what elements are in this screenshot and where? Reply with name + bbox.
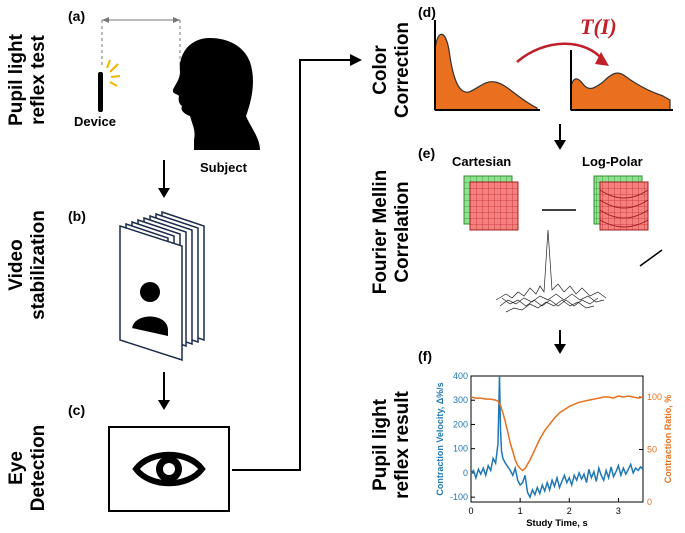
eye-icon (132, 451, 206, 487)
y-right-axis-label: Contraction Ratio, % (663, 395, 673, 484)
histogram-before (434, 33, 538, 111)
x-tick-label: 2 (567, 506, 572, 516)
x-axis-label: Study Time, s (526, 518, 588, 529)
y-left-tick-label: 0 (463, 468, 468, 478)
velocity-series-line (470, 375, 644, 500)
transform-label: T(I) (580, 14, 617, 39)
y-right-tick-label: 0 (647, 497, 652, 507)
x-tick-label: 0 (468, 506, 473, 516)
cartesian-label: Cartesian (452, 154, 512, 169)
y-left-tick-label: 300 (453, 395, 468, 405)
panel-a-illustration (98, 17, 260, 150)
panel-letter-a: (a) (68, 8, 86, 24)
histogram-after (570, 72, 671, 111)
subject-label: Subject (200, 160, 247, 175)
logpolar-label: Log-Polar (582, 154, 643, 169)
light-burst-icon (106, 59, 121, 87)
ratio-series-line (470, 395, 644, 472)
panel-letter-c: (c) (68, 402, 86, 418)
y-left-tick-label: -100 (450, 492, 468, 502)
transform-arrow (516, 42, 604, 63)
y-left-axis-label: Contraction Velocity, Δ%/s (435, 382, 445, 495)
plot-frame (470, 375, 644, 503)
correlation-surface (495, 229, 607, 313)
y-right-tick-label: 100 (647, 392, 662, 402)
x-tick-label: 1 (518, 506, 523, 516)
portrait-icon (132, 282, 168, 336)
logpolar-grid-front (599, 181, 649, 231)
panel-letter-d: (d) (418, 4, 436, 20)
y-right-tick-label: 50 (647, 445, 657, 455)
flow-connector-head (350, 54, 362, 66)
panel-letter-b: (b) (68, 208, 86, 224)
device-label: Device (74, 114, 116, 129)
panel-letter-e: (e) (418, 145, 436, 161)
device-icon (98, 72, 103, 112)
cartesian-grid-front (469, 181, 519, 231)
eye-detection-box (108, 426, 230, 512)
subject-silhouette-icon (172, 38, 260, 150)
y-left-tick-label: 200 (453, 419, 468, 429)
video-frame-stack (119, 210, 205, 362)
color-correction-histograms (434, 20, 673, 111)
panel-letter-f: (f) (418, 348, 432, 364)
fourier-mellin-figure (463, 175, 663, 313)
flow-connector (232, 59, 352, 471)
y-left-tick-label: 100 (453, 444, 468, 454)
y-left-tick-label: 400 (453, 371, 468, 381)
x-tick-label: 3 (616, 506, 621, 516)
